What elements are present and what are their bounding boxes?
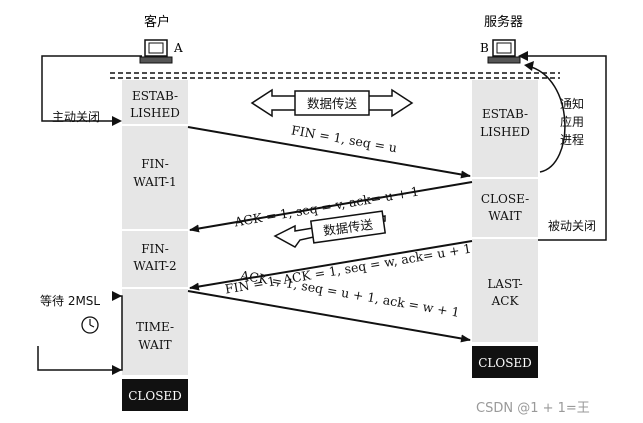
client-computer-icon xyxy=(139,39,173,64)
server-state-close-wait-line2: WAIT xyxy=(488,209,521,223)
client-closed-box xyxy=(122,379,188,411)
data-transfer-label-2: 数据传送 xyxy=(322,217,374,239)
server-state-last-ack-line1: LAST- xyxy=(487,277,522,291)
data-transfer-double-arrow xyxy=(250,88,414,118)
client-timeline-column xyxy=(122,80,188,375)
server-state-last-ack-line2: ACK xyxy=(491,294,520,308)
client-state-time-wait-line1: TIME- xyxy=(136,320,174,334)
server-computer-icon xyxy=(487,39,521,64)
watermark: CSDN @1 + 1=王 xyxy=(476,401,590,416)
server-state-established-line2: LISHED xyxy=(480,125,530,139)
passive-close-label: 被动关闭 xyxy=(548,219,596,233)
server-name: 服务器 xyxy=(484,14,523,30)
client-state-fin-wait-1-line2: WAIT-1 xyxy=(133,175,176,189)
message-arrow-ack xyxy=(189,181,473,233)
server-state-established-line1: ESTAB- xyxy=(482,107,528,121)
server-state-closed: CLOSED xyxy=(478,356,532,370)
client-state-fin-wait-2-line1: FIN- xyxy=(141,242,169,256)
client-state-fin-wait-1-line1: FIN- xyxy=(141,157,169,171)
message-arrow-fin xyxy=(187,126,471,179)
message-arrow-fin-ack xyxy=(189,240,473,291)
server-letter: B xyxy=(480,41,489,55)
data-transfer-label-1: 数据传送 xyxy=(307,96,358,111)
client-name: 客户 xyxy=(144,14,170,30)
server-timeline-column xyxy=(472,80,538,342)
active-close-connector xyxy=(41,55,142,122)
notify-label-line2: 应用 xyxy=(560,114,584,129)
passive-close-connector xyxy=(522,55,607,241)
server-state-close-wait-line1: CLOSE- xyxy=(481,192,529,206)
clock-icon xyxy=(81,316,99,334)
notify-application-curve xyxy=(527,65,566,173)
client-letter: A xyxy=(173,41,183,55)
wait-2msl-label: 等待 2MSL xyxy=(40,294,100,308)
client-state-established-line2: LISHED xyxy=(130,106,180,120)
message-fin: FIN = 1, seq = u xyxy=(290,122,398,155)
client-state-fin-wait-2-line2: WAIT-2 xyxy=(133,259,176,273)
notify-label-line1: 通知 xyxy=(560,97,584,111)
client-state-established-line1: ESTAB- xyxy=(132,89,178,103)
client-state-closed: CLOSED xyxy=(128,389,182,403)
server-closed-box xyxy=(472,346,538,378)
active-close-label: 主动关闭 xyxy=(52,110,100,124)
data-transfer-left-arrow xyxy=(273,210,387,248)
client-state-time-wait-line2: WAIT xyxy=(138,338,171,352)
notify-label-line3: 进程 xyxy=(560,132,584,147)
message-arrow-final-ack xyxy=(187,290,471,343)
